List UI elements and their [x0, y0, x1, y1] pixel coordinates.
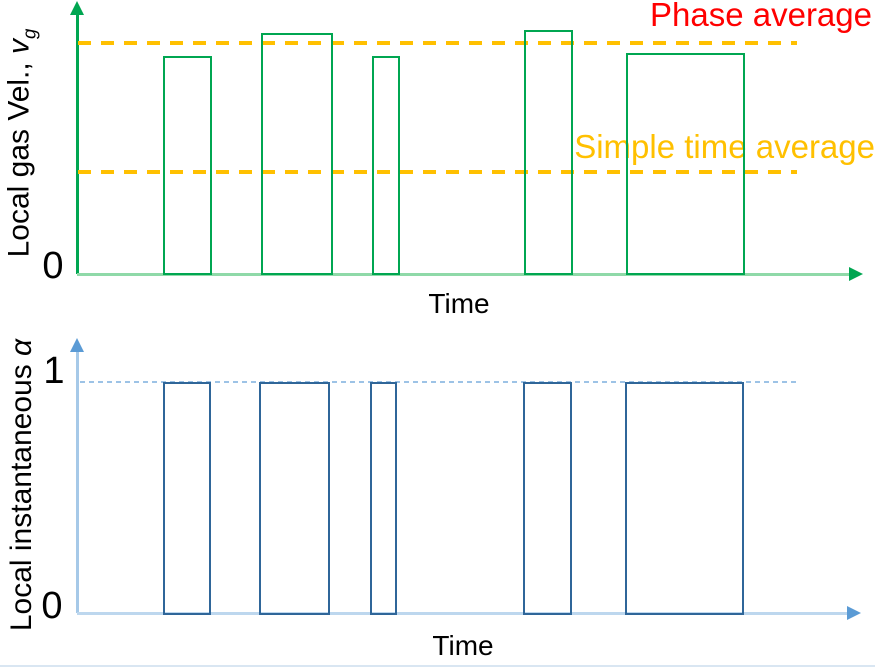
top-y-tick-zero: 0: [42, 245, 64, 287]
pulse: [524, 30, 573, 276]
top-x-axis-arrow-right-icon: [849, 267, 863, 281]
top-y-axis-label: Local gas Vel., vg: [2, 28, 40, 258]
simple-time-average-label: Simple time average: [574, 128, 875, 165]
top-x-axis-label: Time: [428, 288, 490, 319]
bottom-y-tick-one: 1: [43, 350, 65, 392]
top-y-axis-label-variable: v: [2, 38, 36, 54]
reference-line-simple-time-average: [78, 170, 797, 175]
pulse: [162, 55, 213, 276]
pulse: [162, 382, 212, 615]
bottom-x-axis-arrow-right-icon: [847, 606, 861, 620]
top-y-axis-arrow-up-icon: [70, 1, 84, 15]
bottom-y-tick-zero: 0: [41, 585, 63, 627]
pulse: [522, 382, 573, 615]
pulse: [371, 55, 401, 276]
top-y-axis-label-text: Local gas Vel.,: [2, 53, 36, 258]
pulse: [259, 382, 331, 615]
bottom-edge-strip: [0, 664, 875, 667]
pulse: [624, 382, 745, 615]
phase-average-label: Phase average: [650, 0, 872, 33]
top-y-axis-label-subscript: g: [18, 28, 40, 39]
reference-line-unity: [80, 381, 800, 383]
pulse: [260, 32, 334, 276]
pulse: [370, 382, 397, 615]
bottom-y-axis-arrow-up-icon: [70, 338, 84, 352]
reference-line-phase-average: [78, 40, 797, 45]
bottom-x-axis-label: Time: [432, 630, 494, 661]
bottom-x-axis: [77, 611, 848, 615]
top-x-axis: [77, 272, 851, 276]
top-y-axis: [75, 12, 79, 274]
bottom-y-axis: [75, 350, 79, 613]
